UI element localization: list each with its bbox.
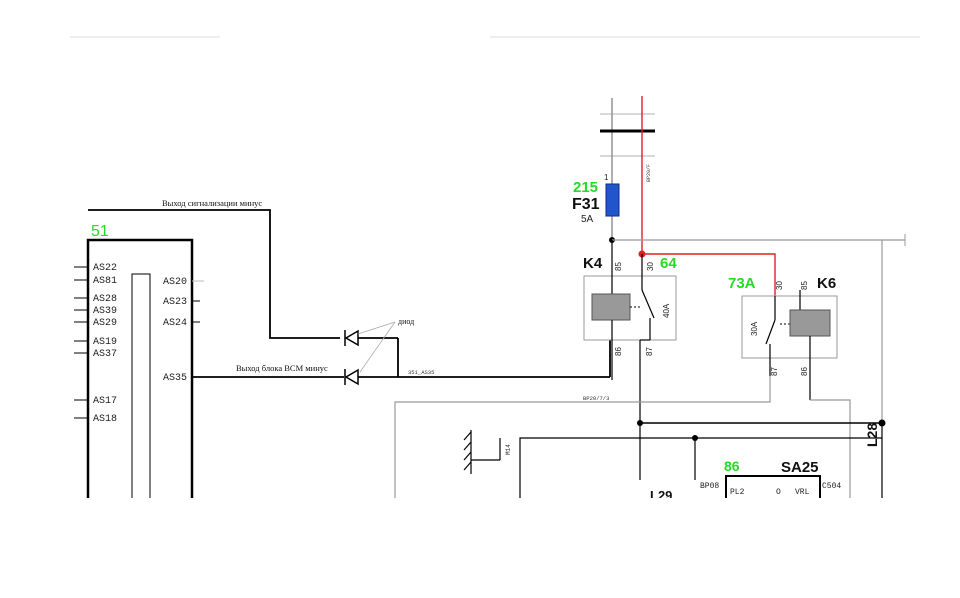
junction-438	[692, 435, 698, 441]
module-51-number: 51	[91, 223, 109, 240]
pin-as81: AS81	[93, 276, 117, 287]
module-51-left-pins	[74, 266, 88, 419]
pin-as23: AS23	[163, 297, 187, 308]
k4-rating: 40A	[662, 303, 671, 318]
k4-number: 64	[660, 255, 677, 272]
sa25-pin-c504: C504	[822, 482, 841, 491]
k6-number: 73A	[728, 275, 756, 292]
sa25-number: 86	[724, 458, 740, 474]
alarm-output-label: Выход сигнализации минус	[162, 198, 262, 208]
sa25-pin-bp08: BP08	[700, 482, 719, 491]
fuse-pin: 1	[604, 173, 609, 182]
crop-mask	[0, 498, 960, 598]
pin-as29: AS29	[93, 318, 117, 329]
alarm-bcm-wiring	[88, 209, 611, 378]
pin-as19: AS19	[93, 337, 117, 348]
module-51: 51 AS22 AS81 AS28 AS39 AS29 AS19 AS37 AS…	[74, 223, 204, 512]
k4-coil	[591, 293, 631, 321]
fuse-number: 215	[573, 179, 598, 196]
lower-wiring	[394, 240, 883, 500]
pin-as20: AS20	[163, 277, 187, 288]
k4-pin-30: 30	[646, 262, 655, 271]
bcm-output-label: Выход блока BCM минус	[236, 363, 328, 373]
sa25-pin-vrl: VRL	[795, 488, 810, 497]
live-wire-to-k6	[642, 253, 776, 296]
fuse-name: F31	[572, 196, 600, 213]
pin-as18: AS18	[93, 414, 117, 425]
pin-as37: AS37	[93, 349, 117, 360]
ground-symbol	[463, 430, 501, 474]
diode-lower	[344, 368, 359, 386]
pin-as35: AS35	[163, 373, 187, 384]
k4-pin-85: 85	[614, 262, 623, 271]
pin-as39: AS39	[93, 306, 117, 317]
fuse-body	[605, 183, 620, 217]
k4-pin-86: 86	[614, 347, 623, 356]
k6-pin-30: 30	[775, 281, 784, 290]
junction-423	[637, 420, 643, 426]
pin-as17: AS17	[93, 396, 117, 407]
k6-pin-86: 86	[800, 367, 809, 376]
sa25-name: SA25	[781, 459, 819, 476]
k6-pin-85: 85	[800, 281, 809, 290]
k6-outline	[741, 295, 838, 359]
wire-as35-label: 351_AS35	[408, 369, 434, 376]
label-l28: L28	[864, 423, 880, 447]
k6-pin-87: 87	[770, 367, 779, 376]
k6-name: K6	[817, 275, 836, 292]
wire-bp20-label: BP20/7/3	[583, 395, 609, 402]
fuse-rating: 5A	[581, 214, 594, 225]
relay-k6: 73A K6 85 30 87 86 30A	[728, 275, 838, 400]
k4-outline	[583, 275, 677, 341]
wire-bp20f-label: BP20/F	[646, 164, 652, 182]
diode-label-leaders	[357, 321, 396, 373]
junction-882	[878, 419, 886, 427]
k4-pin-87: 87	[645, 347, 654, 356]
diode-upper	[344, 329, 359, 347]
diode-label: диод	[398, 317, 414, 326]
k6-rating: 30A	[750, 321, 759, 336]
sa25-pin-pl2: PL2	[730, 488, 745, 497]
relay-k4: K4 64 85 30 86 87 40A	[583, 240, 677, 480]
pin-as28: AS28	[93, 294, 117, 305]
wire-m14-label: M14	[505, 444, 512, 455]
pin-as24: AS24	[163, 318, 187, 329]
pin-as22: AS22	[93, 263, 117, 274]
sa25-pin-o: O	[776, 488, 781, 497]
fuse-f31: 215 1 F31 5A	[572, 173, 620, 225]
k6-coil	[789, 309, 831, 337]
k4-name: K4	[583, 255, 603, 272]
module-51-inner-bar	[131, 273, 151, 511]
